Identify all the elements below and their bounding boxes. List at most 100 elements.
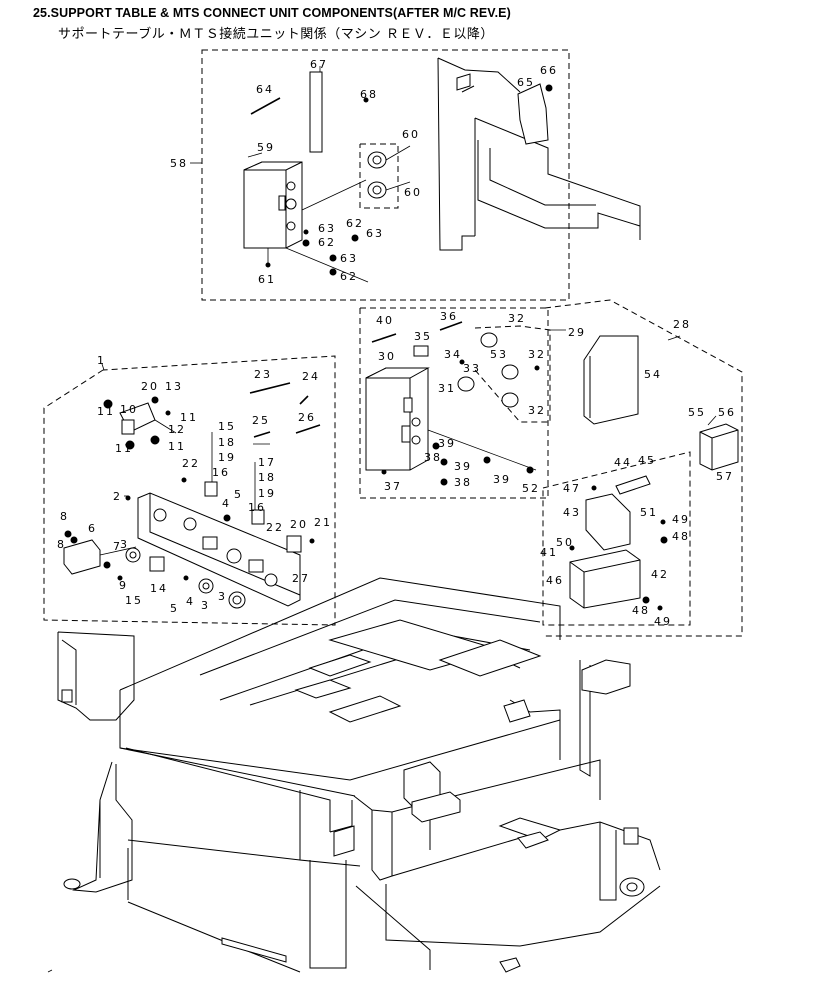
part-label-9: 9 bbox=[119, 579, 128, 592]
part-label-50: 50 bbox=[556, 536, 574, 549]
part-label-6: 6 bbox=[88, 522, 97, 535]
part-label-3: 3 bbox=[218, 590, 227, 603]
part-label-17: 17 bbox=[258, 456, 276, 469]
part-labels: 1 2 3 3 3 4 4 5 5 6 7 8 8 9 10 11 11 11 … bbox=[57, 58, 736, 628]
part-label-34: 34 bbox=[444, 348, 462, 361]
part-label-47: 47 bbox=[563, 482, 581, 495]
part-label-1: 1 bbox=[97, 354, 106, 367]
part-label-36: 36 bbox=[440, 310, 458, 323]
part-label-19: 19 bbox=[218, 451, 236, 464]
part-label-32: 32 bbox=[528, 404, 546, 417]
part-label-43: 43 bbox=[563, 506, 581, 519]
part-label-63: 63 bbox=[340, 252, 358, 265]
part-label-39: 39 bbox=[438, 437, 456, 450]
part-label-11: 11 bbox=[180, 411, 198, 424]
part-label-35: 35 bbox=[414, 330, 432, 343]
part-label-29: 29 bbox=[568, 326, 586, 339]
part-label-3: 3 bbox=[120, 538, 129, 551]
part-label-48: 48 bbox=[632, 604, 650, 617]
part-label-20: 20 bbox=[141, 380, 159, 393]
part-label-15: 15 bbox=[218, 420, 236, 433]
part-label-63: 63 bbox=[318, 222, 336, 235]
part-label-58: 58 bbox=[170, 157, 188, 170]
part-label-3: 3 bbox=[201, 599, 210, 612]
part-label-64: 64 bbox=[256, 83, 274, 96]
diagram-title: 25.SUPPORT TABLE & MTS CONNECT UNIT COMP… bbox=[33, 6, 511, 20]
part-label-38: 38 bbox=[424, 451, 442, 464]
part-label-49: 49 bbox=[654, 615, 672, 628]
leader-lines bbox=[101, 66, 717, 497]
part-label-23: 23 bbox=[254, 368, 272, 381]
part-label-45: 45 bbox=[638, 454, 656, 467]
part-label-11: 11 bbox=[168, 440, 186, 453]
part-label-28: 28 bbox=[673, 318, 691, 331]
part-label-53: 53 bbox=[490, 348, 508, 361]
part-label-15: 15 bbox=[125, 594, 143, 607]
part-label-22: 22 bbox=[182, 457, 200, 470]
part-label-24: 24 bbox=[302, 370, 320, 383]
assembly-group-28-29 bbox=[359, 299, 743, 637]
part-label-8: 8 bbox=[57, 538, 66, 551]
part-label-63: 63 bbox=[366, 227, 384, 240]
part-label-26: 26 bbox=[298, 411, 316, 424]
part-label-5: 5 bbox=[170, 602, 179, 615]
assembly-group-58 bbox=[190, 49, 641, 301]
part-label-22: 22 bbox=[266, 521, 284, 534]
part-label-20: 20 bbox=[290, 518, 308, 531]
part-label-5: 5 bbox=[234, 488, 243, 501]
part-label-38: 38 bbox=[454, 476, 472, 489]
support-table-frame bbox=[47, 577, 661, 973]
part-label-2: 2 bbox=[113, 490, 122, 503]
part-label-56: 56 bbox=[718, 406, 736, 419]
part-label-11: 11 bbox=[115, 442, 133, 455]
part-label-16: 16 bbox=[248, 501, 266, 514]
part-label-66: 66 bbox=[540, 64, 558, 77]
part-label-57: 57 bbox=[716, 470, 734, 483]
part-label-55: 55 bbox=[688, 406, 706, 419]
part-label-60: 60 bbox=[404, 186, 422, 199]
part-label-68: 68 bbox=[360, 88, 378, 101]
part-label-67: 67 bbox=[310, 58, 328, 71]
part-label-33: 33 bbox=[463, 362, 481, 375]
part-label-60: 60 bbox=[402, 128, 420, 141]
part-label-25: 25 bbox=[252, 414, 270, 427]
part-label-46: 46 bbox=[546, 574, 564, 587]
part-label-27: 27 bbox=[292, 572, 310, 585]
part-label-32: 32 bbox=[528, 348, 546, 361]
part-label-51: 51 bbox=[640, 506, 658, 519]
part-label-42: 42 bbox=[651, 568, 669, 581]
part-label-16: 16 bbox=[212, 466, 230, 479]
part-label-4: 4 bbox=[186, 595, 195, 608]
part-label-61: 61 bbox=[258, 273, 276, 286]
part-label-39: 39 bbox=[454, 460, 472, 473]
part-label-41: 41 bbox=[540, 546, 558, 559]
part-label-12: 12 bbox=[168, 423, 186, 436]
part-label-18: 18 bbox=[218, 436, 236, 449]
part-label-13: 13 bbox=[165, 380, 183, 393]
part-label-54: 54 bbox=[644, 368, 662, 381]
part-label-4: 4 bbox=[222, 497, 231, 510]
part-label-62: 62 bbox=[346, 217, 364, 230]
part-label-8: 8 bbox=[60, 510, 69, 523]
part-label-65: 65 bbox=[517, 76, 535, 89]
part-label-21: 21 bbox=[314, 516, 332, 529]
part-label-59: 59 bbox=[257, 141, 275, 154]
part-label-31: 31 bbox=[438, 382, 456, 395]
part-label-32: 32 bbox=[508, 312, 526, 325]
assembly-group-1 bbox=[43, 355, 336, 626]
part-label-7: 7 bbox=[113, 540, 122, 553]
part-label-37: 37 bbox=[384, 480, 402, 493]
part-label-44: 44 bbox=[614, 456, 632, 469]
part-label-18: 18 bbox=[258, 471, 276, 484]
part-label-49: 49 bbox=[672, 513, 690, 526]
part-label-14: 14 bbox=[150, 582, 168, 595]
part-label-48: 48 bbox=[672, 530, 690, 543]
part-label-62: 62 bbox=[340, 270, 358, 283]
part-label-40: 40 bbox=[376, 314, 394, 327]
diagram-subtitle: サポートテーブル・ＭＴＳ接続ユニット関係（マシン ＲＥＶ．Ｅ以降） bbox=[58, 27, 494, 42]
part-label-30: 30 bbox=[378, 350, 396, 363]
part-label-11: 11 bbox=[97, 405, 115, 418]
part-label-52: 52 bbox=[522, 482, 540, 495]
part-label-62: 62 bbox=[318, 236, 336, 249]
